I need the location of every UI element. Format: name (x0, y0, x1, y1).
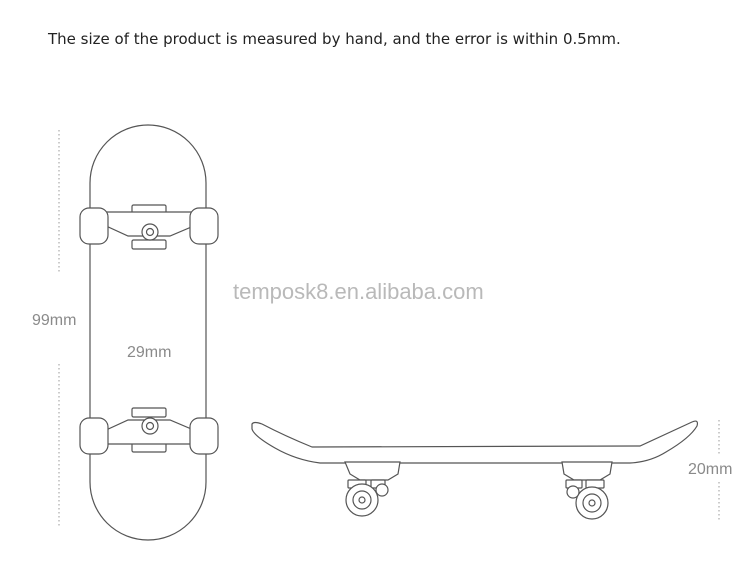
side-view (251, 420, 699, 520)
width-label: 29mm (127, 344, 172, 361)
side-front-truck (344, 461, 401, 517)
watermark-url: temposk8.en.alibaba.com (233, 279, 484, 304)
side-rear-truck (561, 461, 613, 520)
front-truck (79, 204, 219, 250)
rear-truck (79, 407, 219, 455)
length-label: 99mm (32, 312, 77, 329)
top-view (79, 124, 219, 541)
height-label: 20mm (688, 461, 733, 478)
deck-outline (89, 124, 207, 541)
measurement-note: The size of the product is measured by h… (48, 30, 621, 48)
deck-profile (251, 420, 699, 464)
